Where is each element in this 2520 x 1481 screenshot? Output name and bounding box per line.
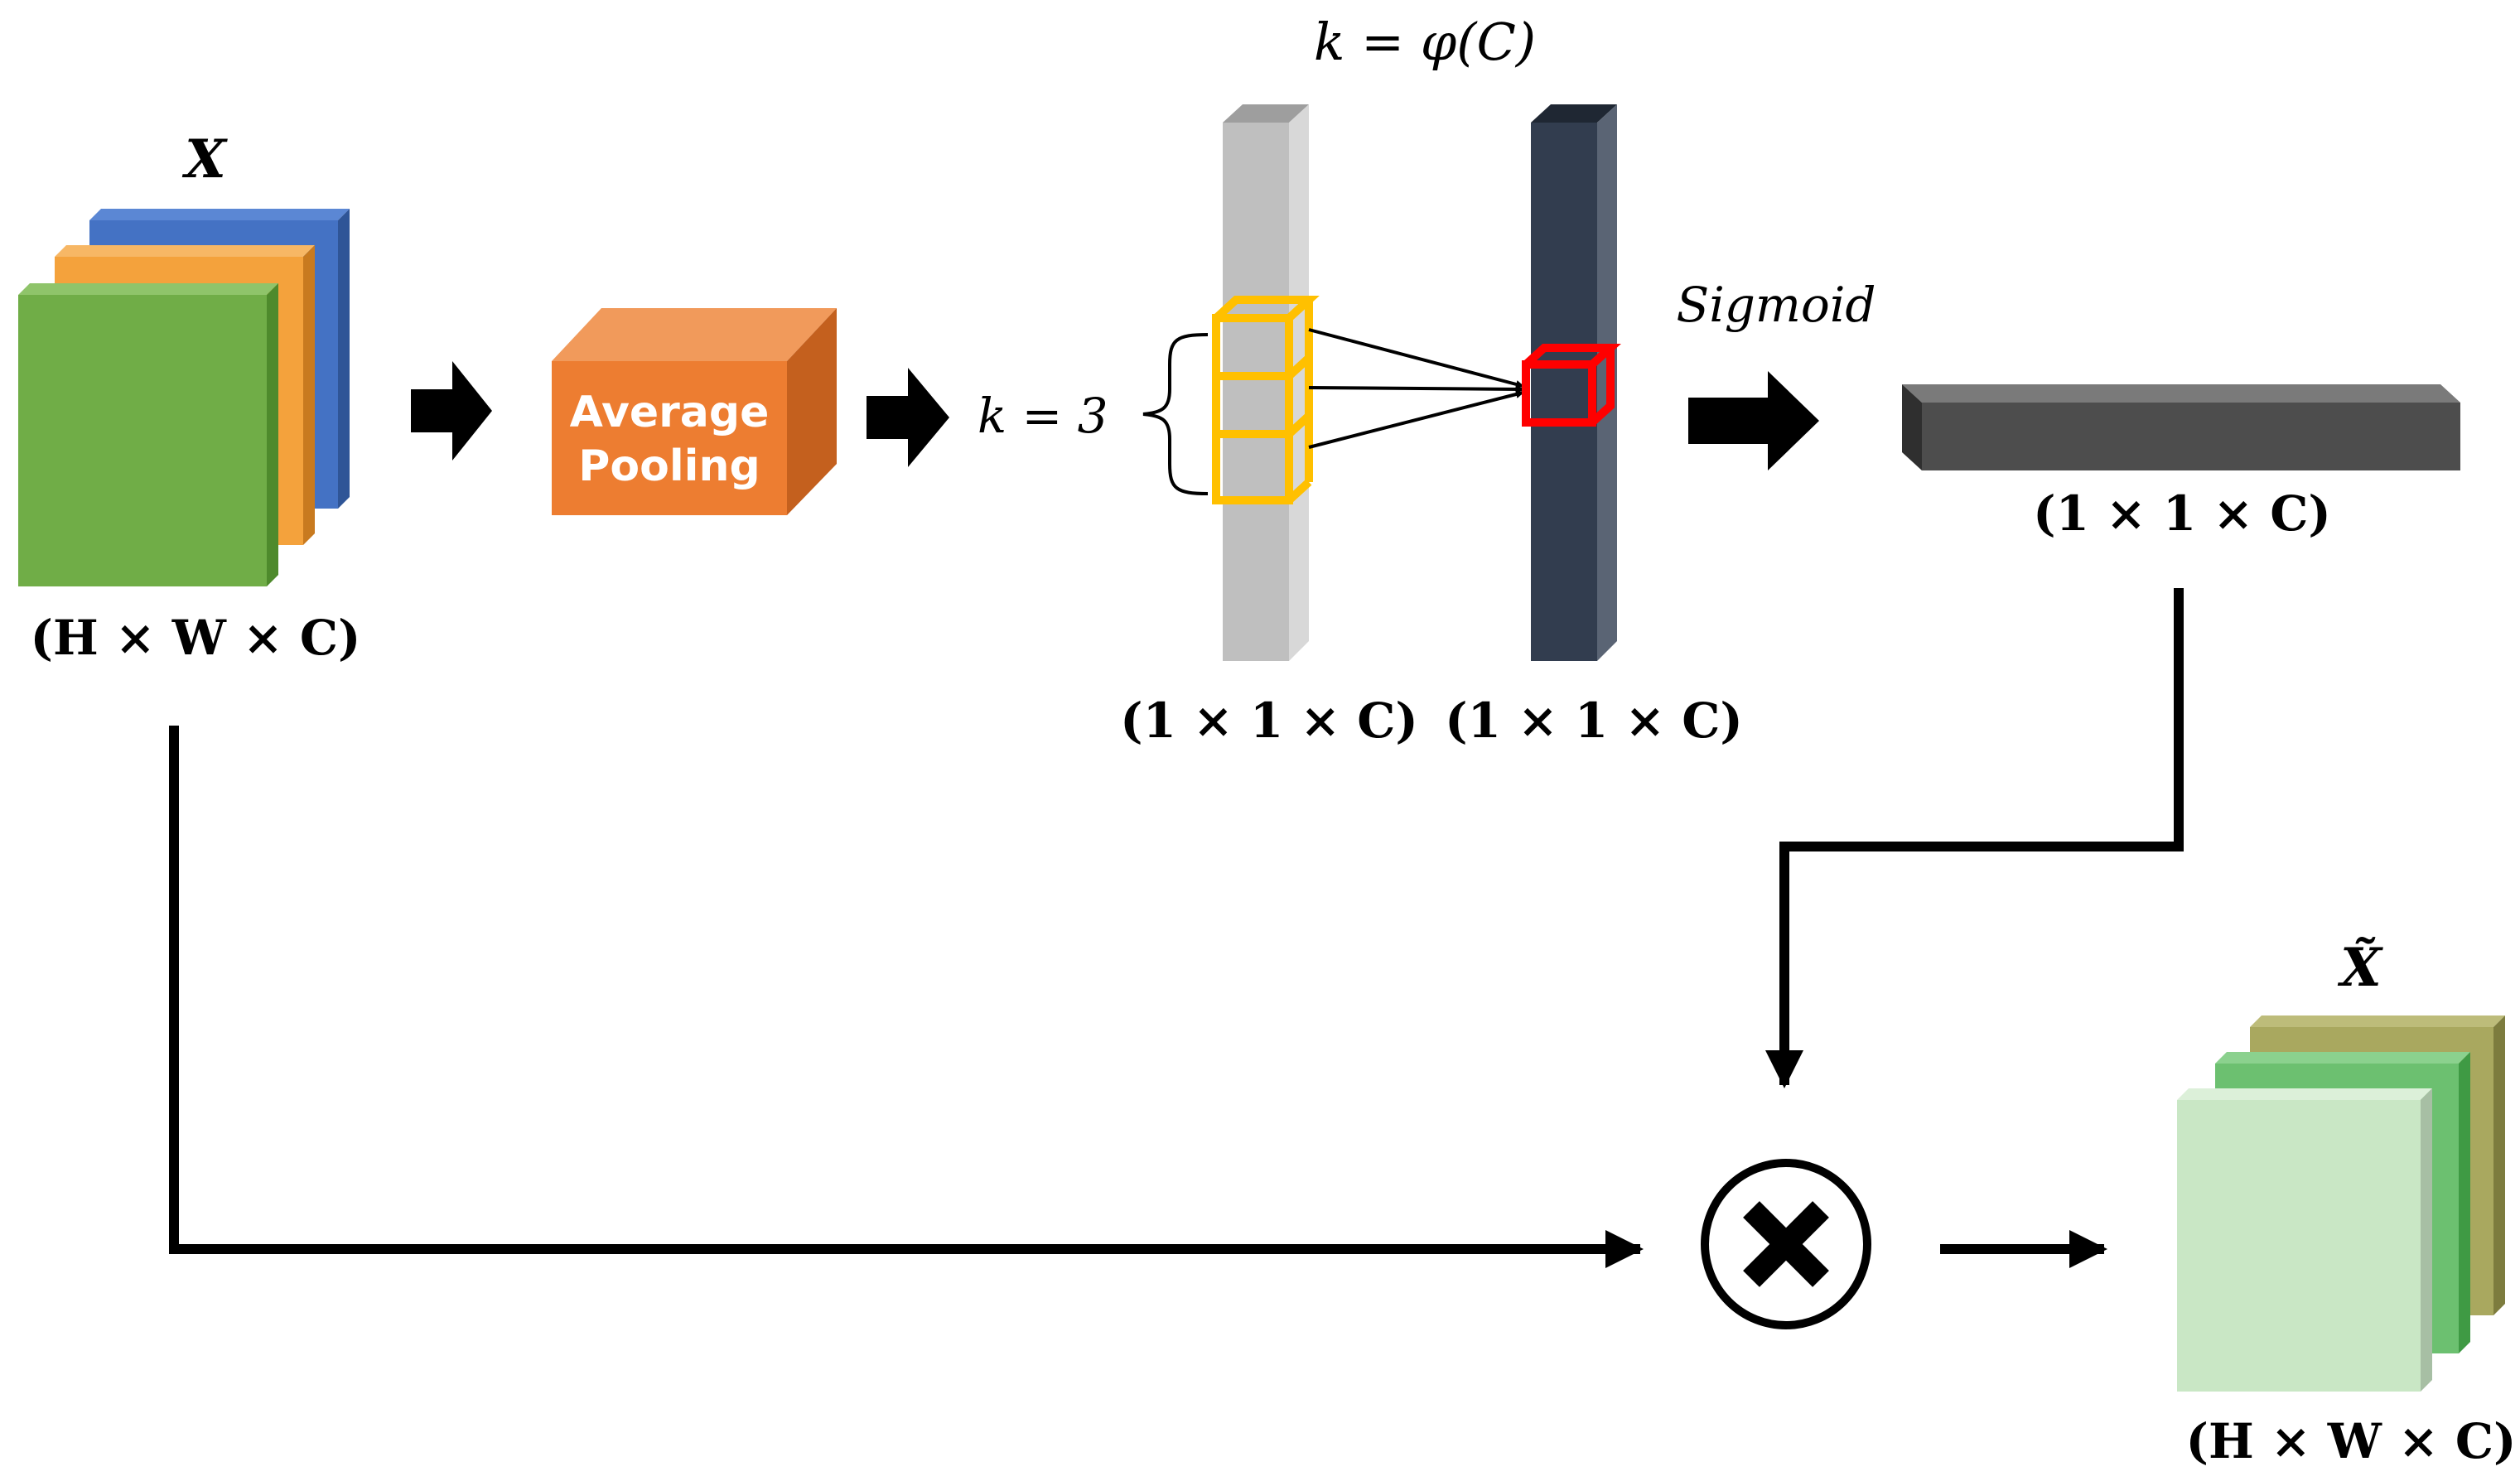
sigmoid-label: Sigmoid: [1676, 277, 1876, 333]
multiply-operator: [1701, 1159, 1871, 1329]
conv-input-vector: [1223, 104, 1309, 661]
output-layer-light: [2177, 1088, 2432, 1392]
block-arrow-1: [411, 361, 492, 461]
conv-output-dims-label: (1 × 1 × C): [1445, 692, 1743, 749]
input-layer-green: [18, 283, 278, 586]
kernel-cubes: [1212, 296, 1320, 504]
kernel-cube-3: [1212, 416, 1313, 504]
input-name-label: X: [181, 128, 228, 191]
output-cell: [1522, 344, 1621, 427]
conv-output-vector: [1531, 104, 1617, 661]
block-arrow-3: [1688, 371, 1819, 470]
block-arrow-2: [867, 368, 949, 467]
kernel-connections: [1308, 328, 1524, 449]
input-dims-label: (H × W × C): [31, 610, 361, 666]
input-feature-map: [18, 209, 350, 586]
sigmoid-dims-label: (1 × 1 × C): [2033, 485, 2331, 542]
output-dims-label: (H × W × C): [2186, 1413, 2517, 1469]
skip-connection-path: [169, 726, 1644, 1268]
kernel-size-label: k = 3: [978, 388, 1108, 444]
attention-weight-path: [1765, 588, 2184, 1088]
average-pooling-block: Average Pooling: [552, 308, 837, 515]
output-name-label: X̃: [2337, 936, 2383, 999]
kernel-brace: [1142, 333, 1209, 495]
kernel-formula-label: k = φ(C): [1314, 12, 1536, 72]
sigmoid-output-vector: [1902, 384, 2460, 470]
conv-input-dims-label: (1 × 1 × C): [1120, 692, 1418, 749]
output-feature-map: [2177, 1015, 2505, 1392]
multiply-icon: [1743, 1201, 1829, 1287]
pooling-label-line2: Pooling: [578, 441, 760, 491]
pooling-label-line1: Average: [570, 388, 770, 437]
